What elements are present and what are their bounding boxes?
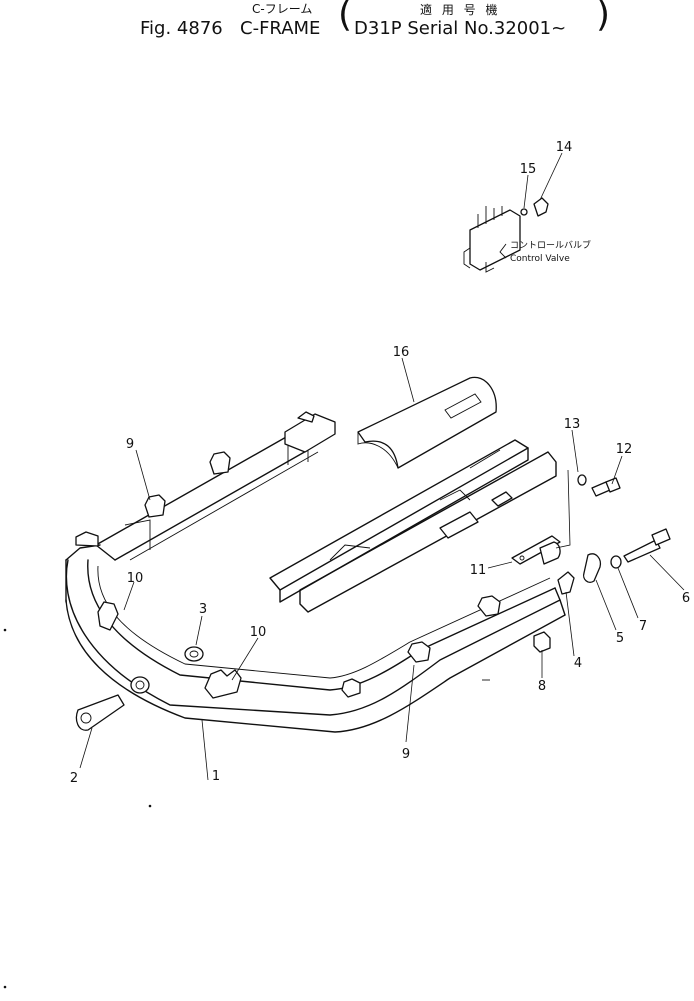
applicability-japanese: 適 用 号 機 [420,3,501,17]
control-valve-english: Control Valve [510,254,570,264]
figure-label: Fig. 4876 [140,18,223,39]
part-7-washer [610,555,622,569]
callout-8: 8 [538,679,546,694]
leader-lines [79,152,685,781]
callout-1: 1 [212,769,220,784]
part-12-bolt [591,477,621,497]
part-2-pin [75,694,125,731]
center-rails [269,439,557,613]
callout-7: 7 [639,619,647,634]
part-4-clip [557,571,575,595]
bracket-11 [511,535,561,565]
part-3-washer [184,646,204,662]
callout-10b: 10 [250,625,267,640]
callouts: 1 2 3 4 5 6 7 8 9 9 10 10 11 12 13 14 15… [70,140,690,786]
part-name-japanese: C-フレーム [252,2,313,16]
callout-9b: 9 [402,747,410,762]
part-13-washer [577,474,587,486]
open-paren: ( [338,0,353,35]
callout-2: 2 [70,771,78,786]
callout-3: 3 [199,602,207,617]
callout-10a: 10 [127,571,144,586]
part-8-nut [533,631,551,653]
callout-9a: 9 [126,437,134,452]
part-5-clamp [582,553,602,583]
callout-15: 15 [520,162,537,177]
callout-6: 6 [682,591,690,606]
callout-16: 16 [393,345,410,360]
callout-5: 5 [616,631,624,646]
callout-12: 12 [616,442,633,457]
callout-11: 11 [470,563,487,578]
close-paren: ) [596,0,611,35]
model-serial: D31P Serial No.32001~ [354,18,567,39]
part-name-english: C-FRAME [240,18,321,39]
callout-14: 14 [556,140,573,155]
c-frame [65,411,566,733]
callout-13: 13 [564,417,581,432]
part-6-bolt [623,528,671,563]
cover [357,376,497,469]
callout-4: 4 [574,656,582,671]
control-valve-japanese: コントロールバルブ [510,239,591,251]
